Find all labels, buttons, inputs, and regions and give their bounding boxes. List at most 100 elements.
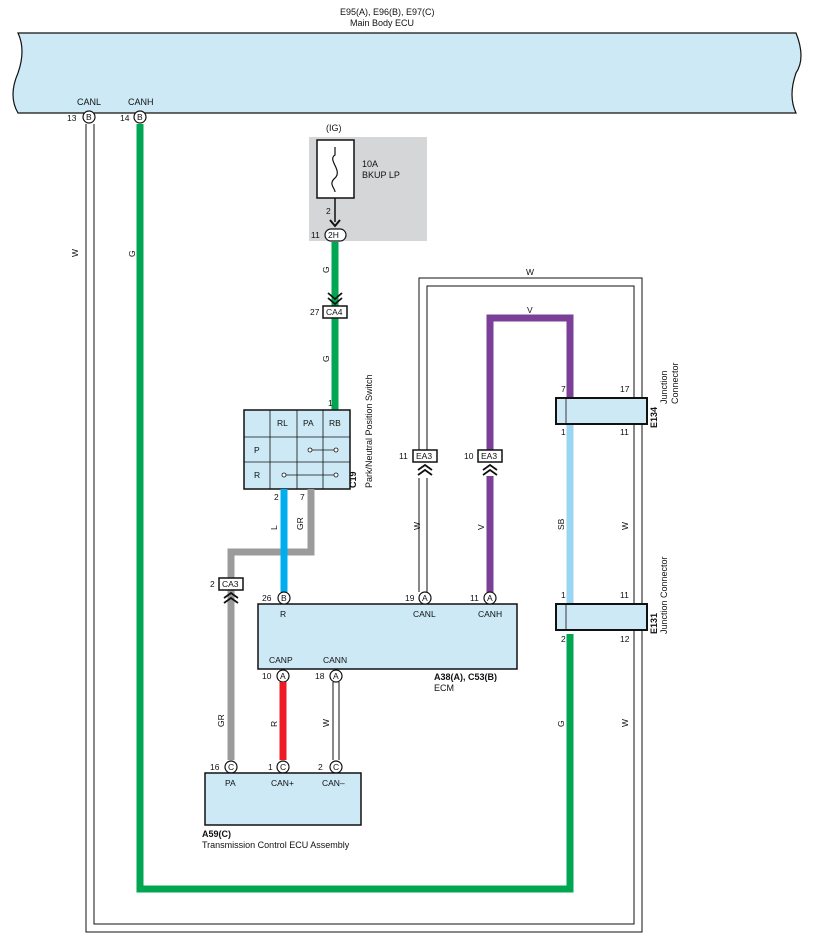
fuse-rating: 10A — [362, 159, 378, 169]
ecm-canl-num: 19 — [405, 593, 415, 603]
main-body-ecu-canh-num: 14 — [120, 113, 130, 123]
v-wire — [486, 314, 574, 450]
ca3-name: CA3 — [222, 579, 239, 589]
main-body-ecu-canl-label: CANL — [77, 97, 101, 107]
switch-contact-dot — [281, 472, 287, 478]
fuse-connector-2h — [324, 228, 347, 242]
ea3-left-pin: 11 — [399, 451, 408, 461]
tcu-name: Transmission Control ECU Assembly — [202, 840, 350, 850]
ecm-canl-label: CANL — [413, 609, 436, 619]
ecm-canl-conn: A — [422, 593, 428, 603]
fuse-chevron-icon — [329, 219, 341, 228]
e134-code: E134 — [649, 407, 659, 428]
ecm-name: ECM — [434, 683, 454, 693]
ecm-pin-18 — [329, 669, 343, 683]
switch-col2: PA — [303, 418, 314, 428]
ecm-r-conn: B — [281, 593, 287, 603]
e131-name: Junction Connector — [659, 556, 669, 634]
switch-col3: RB — [329, 418, 341, 428]
g-wire-left-label: G — [127, 250, 137, 257]
tcu-cann-conn: C — [333, 762, 339, 772]
main-body-ecu-canl-conn: B — [86, 112, 92, 122]
main-body-ecu-canh-label: CANH — [128, 97, 154, 107]
main-body-ecu-box — [12, 32, 802, 114]
ca3-pin: 2 — [210, 579, 215, 589]
e131-code: E131 — [649, 613, 659, 634]
w-wire-right-lower-label: W — [620, 719, 630, 727]
main-body-ecu-canh-conn: B — [137, 112, 143, 122]
ecm-canp-conn: A — [280, 671, 286, 681]
e134-name-line2: Connector — [670, 362, 680, 404]
main-body-ecu-name: Main Body ECU — [350, 18, 414, 28]
tcu-cann-label: CAN– — [322, 778, 345, 788]
ecm-cann-label: CANN — [323, 655, 347, 665]
g-wire-fuse-label: G — [321, 266, 331, 273]
e131-pin-bl: 2 — [561, 634, 566, 644]
tcu-pa-conn: C — [228, 762, 234, 772]
tcu-canp-num: 1 — [268, 762, 273, 772]
e134-pin-br: 11 — [620, 427, 629, 437]
main-body-ecu-canl-num: 13 — [67, 113, 77, 123]
ea3-right-pin: 10 — [464, 451, 474, 461]
w-wire-right-upper-label: W — [620, 522, 630, 530]
switch-name: Park/Neutral Position Switch — [364, 374, 374, 488]
ea3-right-name: EA3 — [481, 451, 497, 461]
ecm-canh-label: CANH — [478, 609, 502, 619]
tcu-pa-label: PA — [225, 778, 236, 788]
tcu-code: A59(C) — [202, 829, 231, 839]
tcu-box — [204, 772, 362, 826]
switch-code: C19 — [348, 471, 358, 488]
ea3-right-chevron-icon — [482, 463, 498, 476]
ecm-canp-label: CANP — [269, 655, 293, 665]
w-wire-loop-top-label: W — [526, 267, 534, 277]
sb-wire-label: SB — [556, 518, 566, 530]
ecm-canp-num: 10 — [262, 671, 272, 681]
e134-name-line1: Junction — [659, 370, 669, 404]
ecm-cann-num: 18 — [315, 671, 325, 681]
ca4-connector — [322, 305, 348, 319]
ea3-left-connector — [412, 449, 438, 463]
fuse-source: (IG) — [326, 123, 342, 133]
switch-contact-dot — [307, 447, 313, 453]
l-wire-label: L — [269, 525, 279, 530]
ea3-left-name: EA3 — [416, 451, 432, 461]
switch-col1: RL — [277, 418, 288, 428]
switch-pin-top: 1 — [328, 398, 333, 408]
w-wire-ea3-label: W — [412, 522, 422, 530]
ca3-chevron-icon — [223, 591, 239, 604]
ecm-code: A38(A), C53(B) — [434, 672, 497, 682]
gr-wire-ca3-label: GR — [216, 714, 226, 727]
switch-contact-dot — [333, 472, 339, 478]
ecm-canh-conn: A — [487, 593, 493, 603]
fuse-name: BKUP LP — [362, 170, 400, 180]
switch-row2: R — [254, 470, 260, 480]
r-wire-label: R — [269, 721, 279, 727]
w-wire-cann-label: W — [321, 719, 331, 727]
gr-wire — [227, 489, 315, 760]
fuse-icon — [331, 147, 338, 193]
e131-box — [555, 603, 648, 631]
switch-row1: P — [254, 445, 260, 455]
ecm-canh-num: 11 — [470, 593, 479, 603]
e134-box — [555, 397, 648, 425]
e131-pin-tl: 1 — [561, 590, 566, 600]
fuse-pin-top: 2 — [326, 206, 331, 216]
ecm-cann-conn: A — [333, 671, 339, 681]
ea3-right-connector — [477, 449, 503, 463]
g-wire-right-label: G — [556, 720, 566, 727]
ecm-r-num: 26 — [262, 593, 272, 603]
main-body-ecu-pin-13 — [82, 110, 96, 124]
v-wire-top-label: V — [527, 305, 533, 315]
g-wire-main — [136, 124, 574, 893]
e134-pin-tr: 17 — [620, 384, 630, 394]
g-wire-ca4-label: G — [321, 355, 331, 362]
e134-pin-bl: 1 — [561, 427, 566, 437]
ca4-pin: 27 — [310, 307, 320, 317]
v-wire-ea3-label: V — [476, 524, 486, 530]
tcu-cann-num: 2 — [318, 762, 323, 772]
fuse-pin-num: 11 — [311, 230, 320, 240]
ca4-name: CA4 — [326, 307, 343, 317]
ecm-pin-19 — [418, 591, 432, 605]
